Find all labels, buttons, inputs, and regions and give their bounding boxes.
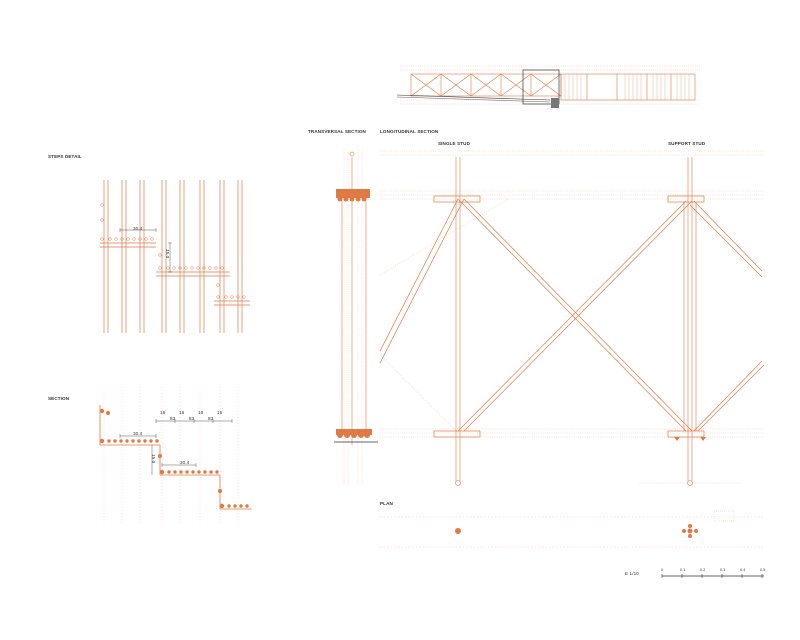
scale-tick-1: 0.1	[680, 568, 686, 572]
scale-bar	[661, 574, 764, 578]
longitudinal-section-drawing	[379, 150, 765, 486]
section-label: SECTION	[48, 396, 70, 401]
spacing-dim-5: 83	[170, 416, 176, 421]
support-stud-label: SUPPORT STUD	[668, 141, 706, 146]
steps-detail-drawing	[100, 180, 250, 333]
step-width-dim: 30.4	[133, 226, 143, 231]
spacing-dim-4: 16	[217, 410, 223, 415]
spacing-dim-7: 83	[208, 416, 214, 421]
longitudinal-section-label: LONGITUDINAL SECTION	[380, 129, 439, 134]
plan-drawing	[380, 510, 764, 548]
section-width-dim-2: 30.4	[180, 460, 190, 465]
scale-tick-3: 0.3	[720, 568, 726, 572]
steps-detail-label: STEPS DETAIL	[48, 154, 82, 159]
single-stud-label: SINGLE STUD	[438, 141, 470, 146]
section-width-dim: 30.4	[133, 431, 143, 436]
transversal-section-drawing	[334, 150, 378, 485]
scale-label: E 1/10	[625, 571, 639, 576]
scale-tick-0: 0	[661, 568, 664, 572]
steps-section-drawing	[99, 387, 252, 523]
section-rise-dim: 15.0	[151, 454, 156, 464]
spacing-dim-2: 16	[179, 410, 185, 415]
scale-tick-5: 0.5	[760, 568, 766, 572]
spacing-dim-1: 16	[160, 410, 166, 415]
transversal-section-label: TRANSVERSAL SECTION	[308, 129, 366, 134]
spacing-dim-3: 16	[198, 410, 204, 415]
spacing-dim-6: 83	[189, 416, 195, 421]
scale-tick-2: 0.2	[700, 568, 706, 572]
scale-tick-4: 0.4	[740, 568, 746, 572]
elevation-keyplan	[396, 65, 700, 108]
step-rise-dim: 15.0	[165, 249, 170, 259]
plan-label: PLAN	[380, 501, 393, 506]
